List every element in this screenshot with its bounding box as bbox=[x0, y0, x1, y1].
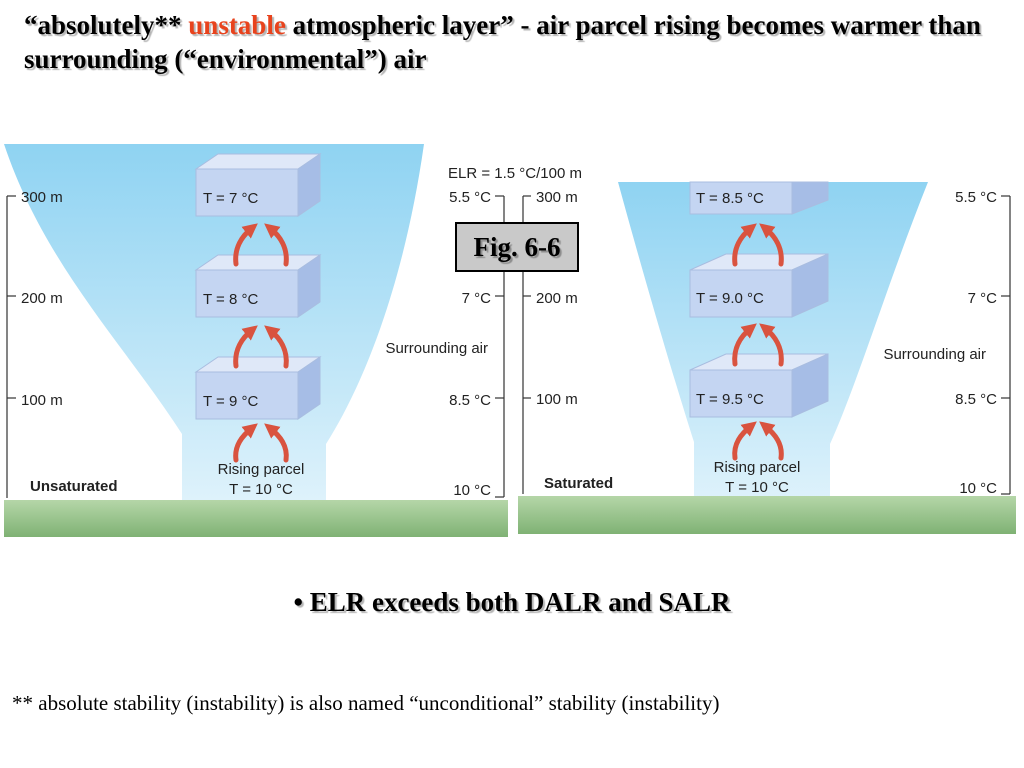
arrow-icon bbox=[759, 323, 784, 367]
arrow-icon bbox=[264, 325, 289, 369]
env-temp-0: 10 °C bbox=[959, 480, 997, 497]
env-temp-axis: 5.5 °C 7 °C 8.5 °C 10 °C bbox=[955, 189, 1011, 497]
env-temp-100: 8.5 °C bbox=[955, 391, 997, 408]
arrow-icon bbox=[233, 223, 258, 267]
env-temp-200: 7 °C bbox=[462, 290, 492, 307]
height-label-300: 300 m bbox=[536, 189, 578, 206]
parcel-temp-100: T = 9.5 °C bbox=[696, 391, 764, 408]
height-axis: 300 m 200 m 100 m bbox=[6, 189, 63, 498]
height-label-300: 300 m bbox=[21, 189, 63, 206]
arrow-icon bbox=[732, 223, 757, 267]
surrounding-air-label: Surrounding air bbox=[883, 346, 986, 363]
parcel-temp-100: T = 9 °C bbox=[203, 393, 258, 410]
clear-air-right bbox=[830, 182, 1016, 496]
env-temp-200: 7 °C bbox=[968, 290, 998, 307]
title-highlight: unstable bbox=[188, 10, 286, 40]
figure-label: Fig. 6-6 bbox=[455, 222, 579, 272]
height-label-100: 100 m bbox=[21, 392, 63, 409]
env-temp-300: 5.5 °C bbox=[955, 189, 997, 206]
env-temp-axis: 5.5 °C 7 °C 8.5 °C 10 °C bbox=[449, 189, 505, 499]
arrow-icon bbox=[732, 323, 757, 367]
slide-title: “absolutely** unstable atmospheric layer… bbox=[24, 8, 984, 76]
ground bbox=[518, 496, 1016, 534]
surrounding-air-label: Surrounding air bbox=[385, 340, 488, 357]
parcel-temp-300: T = 8.5 °C bbox=[696, 190, 764, 207]
rising-parcel-label: Rising parcel bbox=[714, 459, 801, 476]
parcel-box-200: T = 9.0 °C bbox=[689, 253, 829, 318]
bullet-marker: • bbox=[293, 587, 303, 617]
parcel-box-100: T = 9.5 °C bbox=[689, 353, 829, 418]
parcel-box-100: T = 9 °C bbox=[194, 356, 322, 420]
rising-arrows bbox=[233, 223, 289, 463]
clear-air-left bbox=[4, 144, 182, 500]
arrow-icon bbox=[264, 223, 289, 267]
height-axis: 300 m 200 m 100 m bbox=[522, 189, 578, 494]
parcel-box-300: T = 8.5 °C bbox=[689, 181, 829, 215]
parcel-temp-200: T = 8 °C bbox=[203, 291, 258, 308]
arrow-icon bbox=[732, 421, 757, 461]
arrow-icon bbox=[233, 325, 258, 369]
height-label-100: 100 m bbox=[536, 391, 578, 408]
arrow-icon bbox=[233, 423, 258, 463]
unsaturated-panel: 300 m 200 m 100 m 5.5 °C 7 °C 8.5 °C 10 … bbox=[4, 144, 582, 537]
footnote: ** absolute stability (instability) is a… bbox=[12, 691, 720, 715]
unsaturated-caption: Unsaturated bbox=[30, 478, 118, 495]
parcel-temp-300: T = 7 °C bbox=[203, 190, 258, 207]
ground bbox=[4, 500, 508, 537]
arrow-icon bbox=[264, 423, 289, 463]
env-temp-300: 5.5 °C bbox=[449, 189, 491, 206]
height-label-200: 200 m bbox=[21, 290, 63, 307]
rising-arrows bbox=[732, 223, 784, 461]
height-label-200: 200 m bbox=[536, 290, 578, 307]
arrow-icon bbox=[759, 223, 784, 267]
saturated-diagram: 300 m 200 m 100 m 5.5 °C 7 °C 8.5 °C 10 … bbox=[518, 181, 1016, 534]
arrow-icon bbox=[759, 421, 784, 461]
rising-parcel-temp: T = 10 °C bbox=[229, 481, 293, 498]
saturated-caption: Saturated bbox=[544, 475, 613, 492]
rising-parcel-temp: T = 10 °C bbox=[725, 479, 789, 496]
env-temp-0: 10 °C bbox=[453, 482, 491, 499]
elr-label: ELR = 1.5 °C/100 m bbox=[448, 165, 582, 182]
title-part-before: “absolutely** bbox=[24, 10, 189, 40]
env-temp-100: 8.5 °C bbox=[449, 392, 491, 409]
rising-parcel-label: Rising parcel bbox=[218, 461, 305, 478]
bullet-text: ELR exceeds both DALR and SALR bbox=[309, 587, 731, 617]
parcel-temp-200: T = 9.0 °C bbox=[696, 290, 764, 307]
bullet-point: • ELR exceeds both DALR and SALR bbox=[0, 587, 1024, 618]
title-part-after: atmospheric layer” - air parcel rising b… bbox=[24, 10, 981, 74]
saturated-panel: 300 m 200 m 100 m 5.5 °C 7 °C 8.5 °C 10 … bbox=[518, 181, 1016, 534]
parcel-box-200: T = 8 °C bbox=[194, 254, 322, 318]
unsaturated-diagram: 300 m 200 m 100 m 5.5 °C 7 °C 8.5 °C 10 … bbox=[4, 144, 582, 537]
parcel-box-300: T = 7 °C bbox=[194, 153, 322, 217]
